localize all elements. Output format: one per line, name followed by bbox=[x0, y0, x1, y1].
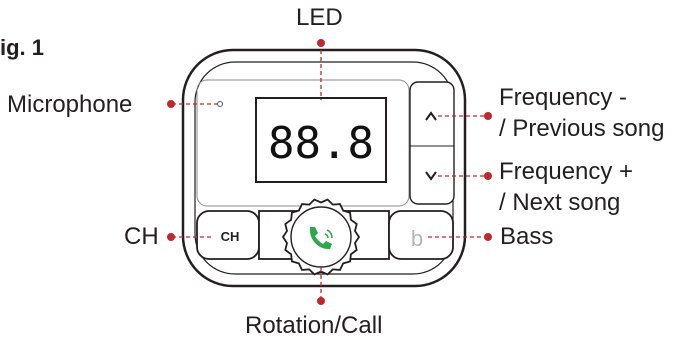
label-frequency-plus-line2: / Next song bbox=[499, 189, 621, 216]
callout-dot-frequency-plus bbox=[484, 172, 492, 180]
knob-face bbox=[290, 206, 352, 268]
callout-dot-led bbox=[317, 39, 325, 47]
label-led: LED bbox=[296, 4, 343, 31]
ch-button-label: CH bbox=[221, 229, 240, 244]
label-frequency-minus-line1: Frequency - bbox=[499, 84, 628, 111]
callout-dot-rotation bbox=[317, 297, 325, 305]
right-button-panel bbox=[409, 81, 455, 205]
callout-dots bbox=[167, 39, 492, 305]
chevron-down-icon[interactable] bbox=[425, 171, 437, 181]
callout-lines bbox=[172, 43, 487, 300]
label-frequency-minus-line2: / Previous song bbox=[499, 115, 665, 142]
label-rotation-call: Rotation/Call bbox=[245, 312, 383, 339]
label-frequency-plus-line1: Frequency + bbox=[499, 158, 634, 185]
phone-call-icon bbox=[309, 227, 333, 250]
bass-button[interactable] bbox=[388, 210, 454, 260]
rotation-call-knob[interactable] bbox=[281, 198, 361, 276]
chevron-up-icon[interactable] bbox=[425, 111, 437, 121]
led-screen bbox=[255, 97, 387, 183]
figure-label: ig. 1 bbox=[0, 35, 45, 60]
label-microphone: Microphone bbox=[7, 91, 133, 118]
label-bass: Bass bbox=[500, 223, 554, 250]
led-display-value: 88.8 bbox=[268, 118, 374, 169]
bass-button-glyph: b bbox=[411, 226, 423, 251]
callout-dot-bass bbox=[484, 233, 492, 241]
label-ch: CH bbox=[124, 223, 159, 250]
callout-dot-ch bbox=[167, 233, 175, 241]
callout-dot-frequency-minus bbox=[484, 112, 492, 120]
callout-dot-microphone bbox=[167, 100, 175, 108]
